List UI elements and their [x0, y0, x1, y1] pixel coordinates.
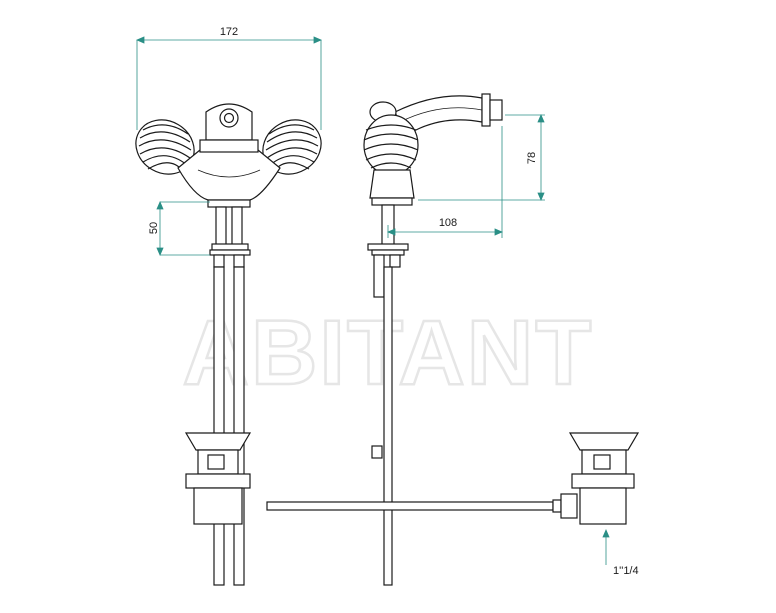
side-dimensions — [386, 113, 610, 565]
dimension-108: 108 — [439, 217, 457, 229]
side-handle — [363, 101, 419, 176]
dimension-172: 172 — [220, 26, 238, 38]
front-right-handle — [262, 119, 322, 175]
side-view — [266, 93, 640, 586]
side-rod — [383, 266, 393, 586]
dimension-waste-thread: 1''1/4 — [613, 565, 639, 577]
front-dimensions — [135, 36, 323, 257]
front-waste — [184, 432, 252, 525]
side-body — [369, 169, 415, 199]
front-left-handle — [135, 119, 195, 175]
front-view — [135, 103, 322, 586]
front-body — [177, 149, 281, 201]
pop-up-rod — [266, 493, 578, 519]
front-rods — [213, 266, 225, 586]
dimension-78: 78 — [526, 152, 538, 164]
front-supply-pipes — [215, 206, 227, 248]
side-waste — [568, 432, 640, 525]
dimension-50: 50 — [148, 222, 160, 234]
